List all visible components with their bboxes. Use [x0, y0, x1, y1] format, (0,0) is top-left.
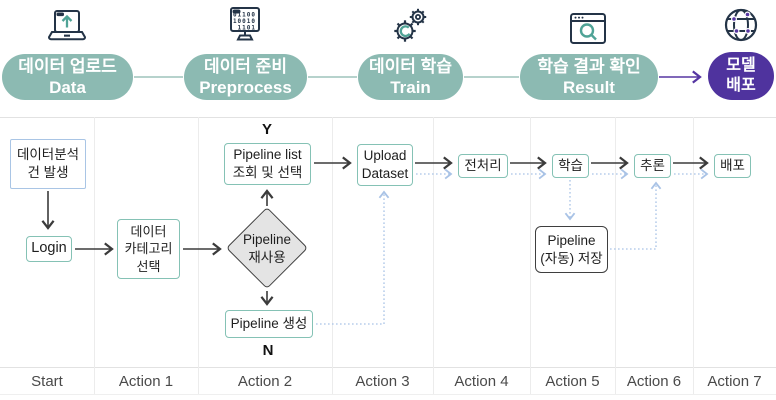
- timeline-label-action-3: Action 3: [355, 372, 410, 390]
- stage-title: 학습 결과 확인: [537, 56, 641, 76]
- timeline-label-action-6: Action 6: [626, 372, 682, 390]
- timeline-label-action-4: Action 4: [454, 372, 509, 390]
- monitor-binary-icon: 01100 10010 1101: [230, 7, 260, 41]
- decision-pipeline-reuse-label: Pipeline 재사용: [242, 232, 292, 265]
- node-preprocess: 전처리: [458, 154, 508, 178]
- timeline-top-border: [0, 367, 776, 368]
- node-pipeline-create: Pipeline 생성: [225, 310, 313, 338]
- node-upload-dataset: Upload Dataset: [357, 144, 413, 186]
- globe-network-icon: [724, 8, 758, 42]
- browser-search-icon: [570, 13, 606, 44]
- timeline-label-action-7: Action 7: [707, 372, 762, 390]
- stage-subtitle: 배포: [726, 77, 756, 94]
- timeline-label-action-2: Action 2: [237, 372, 293, 390]
- column-divider: [94, 117, 95, 394]
- svg-text:01100: 01100: [233, 12, 256, 19]
- timeline-label-action-1: Action 1: [118, 372, 174, 390]
- column-divider: [433, 117, 434, 394]
- node-inference: 추론: [634, 154, 671, 178]
- stage-title: 모델: [726, 57, 756, 74]
- stage-subtitle: Train: [390, 78, 431, 97]
- svg-text:1101: 1101: [238, 25, 256, 32]
- stage-pill-model-deploy: 모델 배포: [708, 52, 774, 100]
- timeline-row: Start Action 1 Action 2 Action 3 Action …: [0, 368, 776, 394]
- column-divider: [615, 117, 616, 394]
- gears-icon: [394, 8, 427, 42]
- flow-area-top-border: [0, 117, 776, 118]
- stage-title: 데이터 업로드: [18, 56, 117, 76]
- timeline-label-start: Start: [31, 372, 63, 390]
- stage-subtitle: Preprocess: [199, 78, 292, 97]
- timeline-label-action-5: Action 5: [545, 372, 600, 390]
- column-divider: [332, 117, 333, 394]
- column-divider: [693, 117, 694, 394]
- stage-subtitle: Result: [563, 78, 615, 97]
- stage-title: 데이터 학습: [369, 56, 452, 76]
- branch-label-yes: Y: [261, 121, 272, 138]
- stage-pill-result: 학습 결과 확인 Result: [520, 54, 658, 100]
- stage-title: 데이터 준비: [204, 56, 287, 76]
- laptop-upload-icon: [47, 10, 87, 41]
- stage-pill-data: 데이터 업로드 Data: [2, 54, 133, 100]
- column-divider: [198, 117, 199, 394]
- stage-pill-preprocess: 데이터 준비 Preprocess: [184, 54, 307, 100]
- node-incident: 데이터분석 건 발생: [10, 139, 86, 189]
- timeline-bottom-border: [0, 394, 776, 395]
- stage-pill-train: 데이터 학습 Train: [358, 54, 463, 100]
- column-divider: [530, 117, 531, 394]
- branch-label-no: N: [262, 342, 274, 359]
- node-deploy: 배포: [714, 154, 751, 178]
- node-pipeline-list: Pipeline list 조회 및 선택: [224, 143, 311, 185]
- node-train: 학습: [552, 154, 589, 178]
- node-pipeline-save: Pipeline (자동) 저장: [535, 226, 608, 273]
- node-data-category: 데이터 카테고리 선택: [117, 219, 180, 279]
- stage-subtitle: Data: [49, 78, 86, 97]
- svg-text:10010: 10010: [233, 18, 256, 25]
- node-login: Login: [26, 236, 72, 262]
